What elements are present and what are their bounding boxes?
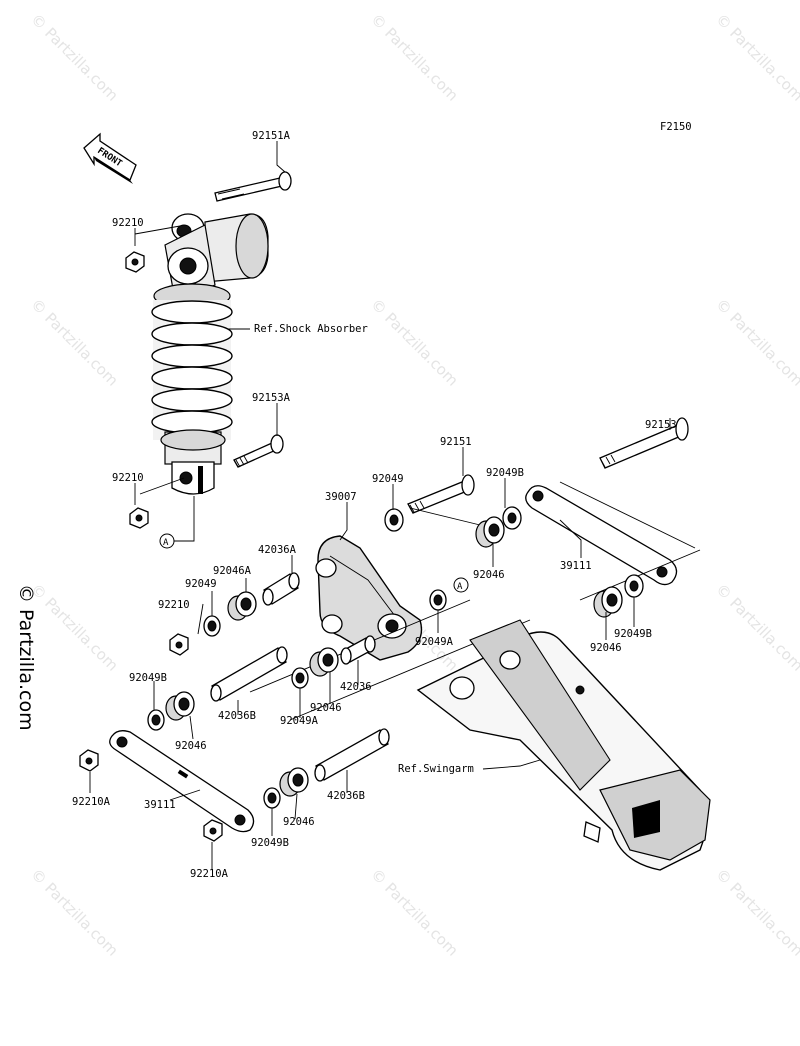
needle-bearing-92046a (227, 591, 257, 621)
leader-lines (89, 141, 671, 869)
part-label: 92210 (158, 599, 190, 611)
needle-bearing-92046-mid (309, 647, 339, 677)
watermark: © Partzilla.com (712, 10, 800, 105)
washer-92049b-bottom (263, 787, 281, 809)
washer-92049a-top (429, 589, 447, 611)
watermark: © Partzilla.com (367, 295, 462, 390)
part-label: 42036B (218, 710, 256, 722)
washer-92049-top (384, 508, 404, 532)
shock-absorber (151, 213, 269, 495)
callout-marker-a: A (159, 533, 175, 549)
part-label: 92046 (175, 740, 207, 752)
part-label: 42036A (258, 544, 297, 556)
part-label: 92151 (440, 436, 472, 448)
washer-92049b-top (502, 506, 522, 530)
needle-bearing-92046-top (475, 516, 505, 548)
washer-92049b-right (624, 574, 644, 598)
washer-92049-left (203, 615, 221, 637)
side-watermark: © Partzilla.com (15, 584, 37, 731)
watermark: © Partzilla.com (27, 295, 122, 390)
part-label: 92153 (645, 419, 677, 431)
part-label: 92151A (252, 130, 291, 142)
part-label: 92046 (310, 702, 342, 714)
part-label: 92046 (590, 642, 622, 654)
part-label: 92153A (252, 392, 291, 404)
watermark: © Partzilla.com (27, 865, 122, 960)
callout-letter: A (457, 582, 463, 592)
callout-marker-a: A (453, 577, 469, 593)
part-label: 92210A (72, 796, 111, 808)
part-label: 42036 (340, 681, 372, 693)
part-label: 92049B (614, 628, 652, 640)
collar-42036b-upper (210, 646, 288, 702)
collar-42036b-lower (314, 728, 390, 782)
collar-42036 (340, 635, 376, 665)
watermark: © Partzilla.com (367, 865, 462, 960)
watermark: © Partzilla.com (712, 295, 800, 390)
spring-coils (151, 300, 233, 434)
needle-bearing-92046-bottom (279, 767, 309, 797)
watermark: © Partzilla.com (712, 865, 800, 960)
part-label: 92049A (280, 715, 319, 727)
ref-swingarm-label: Ref.Swingarm (398, 763, 474, 775)
part-label: 92210 (112, 217, 144, 229)
part-label: 39111 (560, 560, 592, 572)
washer-92049a-mid (291, 667, 309, 689)
tie-rod-39111-left (109, 730, 255, 833)
side-watermark-text: © Partzilla.com (15, 584, 37, 731)
part-label: 92049 (372, 473, 404, 485)
callout-letter: A (163, 538, 169, 548)
part-label: 92049 (185, 578, 217, 590)
front-arrow-icon: FRONT (83, 132, 137, 184)
figure-code: F2150 (660, 121, 692, 133)
part-label: 92049B (129, 672, 167, 684)
part-label: 92046A (213, 565, 252, 577)
part-labels: 92151A 92210 92153A 92210 92153 92151 92… (72, 130, 677, 880)
bolt-92151a (214, 171, 292, 202)
needle-bearing-92046-right (593, 586, 623, 618)
ref-shock-absorber-label: Ref.Shock Absorber (254, 323, 368, 335)
part-label: 92046 (283, 816, 315, 828)
bolt-92153 (599, 417, 689, 469)
watermark: © Partzilla.com (712, 580, 800, 675)
part-label: 42036B (327, 790, 365, 802)
part-label: 92210A (190, 868, 229, 880)
bolt-92153a (233, 434, 284, 468)
part-label: 92049A (415, 636, 454, 648)
rocker-arm-39007 (315, 535, 423, 661)
swingarm (416, 619, 711, 871)
part-label: 92049B (486, 467, 524, 479)
part-label: 39111 (144, 799, 176, 811)
part-label: 92210 (112, 472, 144, 484)
bolt-92151 (407, 474, 475, 514)
part-label: 92049B (251, 837, 289, 849)
washer-92049b-left (147, 709, 165, 731)
tie-rod-39111-right (525, 485, 678, 586)
part-label: 39007 (325, 491, 357, 503)
needle-bearing-92046-left (165, 691, 195, 721)
collar-42036a (262, 572, 300, 606)
part-label: 92046 (473, 569, 505, 581)
watermark: © Partzilla.com (367, 10, 462, 105)
watermark: © Partzilla.com (27, 10, 122, 105)
